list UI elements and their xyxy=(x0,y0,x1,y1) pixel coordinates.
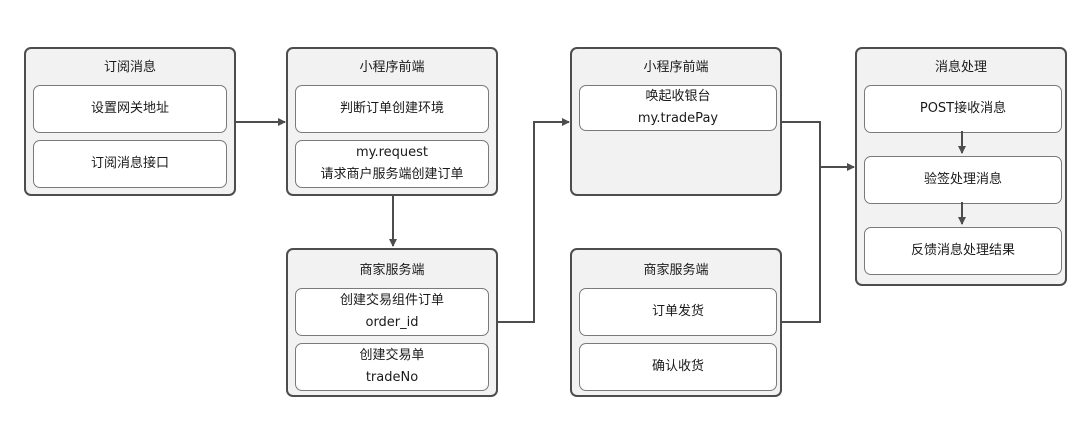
node-label: 订阅消息接口 xyxy=(90,156,169,171)
node-my-request: my.request 请求商户服务端创建订单 xyxy=(295,140,489,188)
node-label: POST接收消息 xyxy=(919,101,1007,116)
node-label-line-2: my.tradePay xyxy=(637,111,719,126)
node-label-line-1: my.request xyxy=(355,145,429,160)
group-title: 订阅消息 xyxy=(103,60,156,75)
group-miniapp-frontend-pay: 小程序前端 唤起收银台 my.tradePay xyxy=(570,47,782,196)
node-feedback-result: 反馈消息处理结果 xyxy=(864,227,1062,275)
node-label: 设置网关地址 xyxy=(90,101,169,116)
node-check-order-env: 判断订单创建环境 xyxy=(295,85,489,133)
group-merchant-server-create: 商家服务端 创建交易组件订单 order_id 创建交易单 tradeNo xyxy=(286,248,498,397)
node-confirm-receipt: 确认收货 xyxy=(579,343,777,391)
node-subscribe-api: 订阅消息接口 xyxy=(33,140,227,188)
group-title: 消息处理 xyxy=(934,60,987,75)
node-verify-process: 验签处理消息 xyxy=(864,156,1062,204)
group-subscribe: 订阅消息 设置网关地址 订阅消息接口 xyxy=(24,47,236,196)
line-tradepay-to-message xyxy=(782,121,821,323)
node-post-receive: POST接收消息 xyxy=(864,85,1062,133)
group-title: 小程序前端 xyxy=(643,60,709,75)
node-label-line-2: 请求商户服务端创建订单 xyxy=(320,167,464,182)
node-create-trade: 创建交易单 tradeNo xyxy=(295,343,489,391)
group-message-processing: 消息处理 POST接收消息 验签处理消息 反馈消息处理结果 xyxy=(855,47,1067,286)
node-label-line-2: order_id xyxy=(365,315,419,330)
node-label-line-1: 创建交易单 xyxy=(359,348,425,363)
node-trade-pay: 唤起收银台 my.tradePay xyxy=(579,85,777,131)
node-label: 验签处理消息 xyxy=(923,172,1002,187)
node-label: 订单发货 xyxy=(651,304,704,319)
arrow-merchant-to-tradepay xyxy=(498,118,570,323)
group-title: 商家服务端 xyxy=(643,263,709,278)
node-label-line-2: tradeNo xyxy=(365,370,419,385)
group-title: 商家服务端 xyxy=(359,263,425,278)
node-label-line-1: 唤起收银台 xyxy=(645,89,711,104)
node-order-ship: 订单发货 xyxy=(579,288,777,336)
group-title: 小程序前端 xyxy=(359,60,425,75)
group-miniapp-frontend-create: 小程序前端 判断订单创建环境 my.request 请求商户服务端创建订单 xyxy=(286,47,498,196)
node-label: 确认收货 xyxy=(651,359,704,374)
node-create-component-order: 创建交易组件订单 order_id xyxy=(295,288,489,336)
group-merchant-server-delivery: 商家服务端 订单发货 确认收货 xyxy=(570,248,782,397)
node-set-gateway-address: 设置网关地址 xyxy=(33,85,227,133)
node-label: 反馈消息处理结果 xyxy=(910,243,1015,258)
node-label-line-1: 创建交易组件订单 xyxy=(339,293,444,308)
node-label: 判断订单创建环境 xyxy=(339,101,444,116)
